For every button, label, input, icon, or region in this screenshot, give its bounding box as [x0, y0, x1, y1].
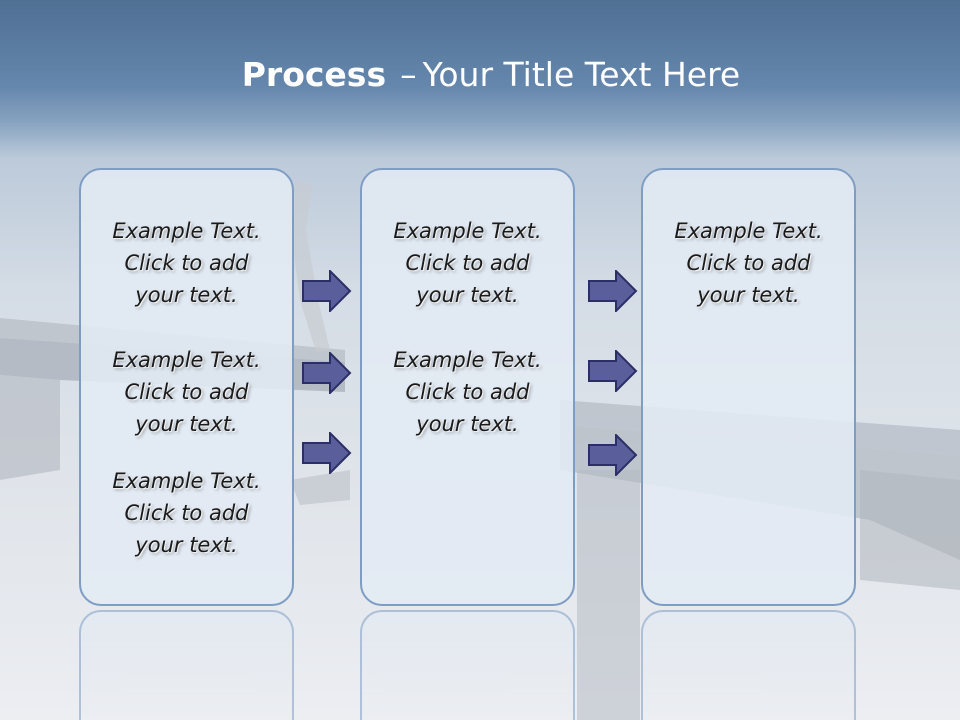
text-line: your text. [416, 283, 519, 307]
right-arrow-icon[interactable] [302, 270, 352, 312]
right-arrow-icon[interactable] [588, 270, 638, 312]
right-arrow-icon[interactable] [588, 350, 638, 392]
text-line: Example Text. [674, 219, 823, 243]
text-line: Click to add [124, 501, 249, 525]
title-rest-text: Your Title Text Here [422, 55, 741, 94]
text-line: your text. [416, 412, 519, 436]
text-line: Example Text. [393, 348, 542, 372]
text-line: Click to add [124, 251, 249, 275]
right-arrow-icon[interactable] [588, 434, 638, 476]
text-placeholder[interactable]: Example Text. Click to add your text. [643, 215, 854, 344]
box-reflection [641, 610, 856, 720]
slide-title[interactable]: Process–Your Title Text Here [0, 55, 960, 94]
box-reflection [79, 610, 294, 720]
text-line: Example Text. [112, 348, 261, 372]
process-box-3[interactable]: Example Text. Click to add your text. [641, 168, 856, 606]
right-arrow-icon[interactable] [302, 352, 352, 394]
process-box-2[interactable]: Example Text. Click to add your text. Ex… [360, 168, 575, 606]
text-line: your text. [135, 283, 238, 307]
text-line: Click to add [124, 380, 249, 404]
title-bold-text: Process [241, 55, 387, 94]
text-line: Click to add [686, 251, 811, 275]
text-line: Example Text. [112, 469, 261, 493]
text-line: your text. [697, 283, 800, 307]
right-arrow-icon[interactable] [302, 432, 352, 474]
process-box-1[interactable]: Example Text. Click to add your text. Ex… [79, 168, 294, 606]
text-line: Click to add [405, 251, 530, 275]
text-placeholder[interactable]: Example Text. Click to add your text. [81, 465, 292, 594]
text-placeholder[interactable]: Example Text. Click to add your text. [362, 344, 573, 473]
text-line: Example Text. [393, 219, 542, 243]
title-dash: – [400, 55, 417, 94]
text-placeholder[interactable]: Example Text. Click to add your text. [81, 344, 292, 473]
text-placeholder[interactable]: Example Text. Click to add your text. [362, 215, 573, 344]
box-reflection [360, 610, 575, 720]
text-line: your text. [135, 412, 238, 436]
text-line: Click to add [405, 380, 530, 404]
text-line: Example Text. [112, 219, 261, 243]
text-line: your text. [135, 533, 238, 557]
text-placeholder[interactable]: Example Text. Click to add your text. [81, 215, 292, 344]
